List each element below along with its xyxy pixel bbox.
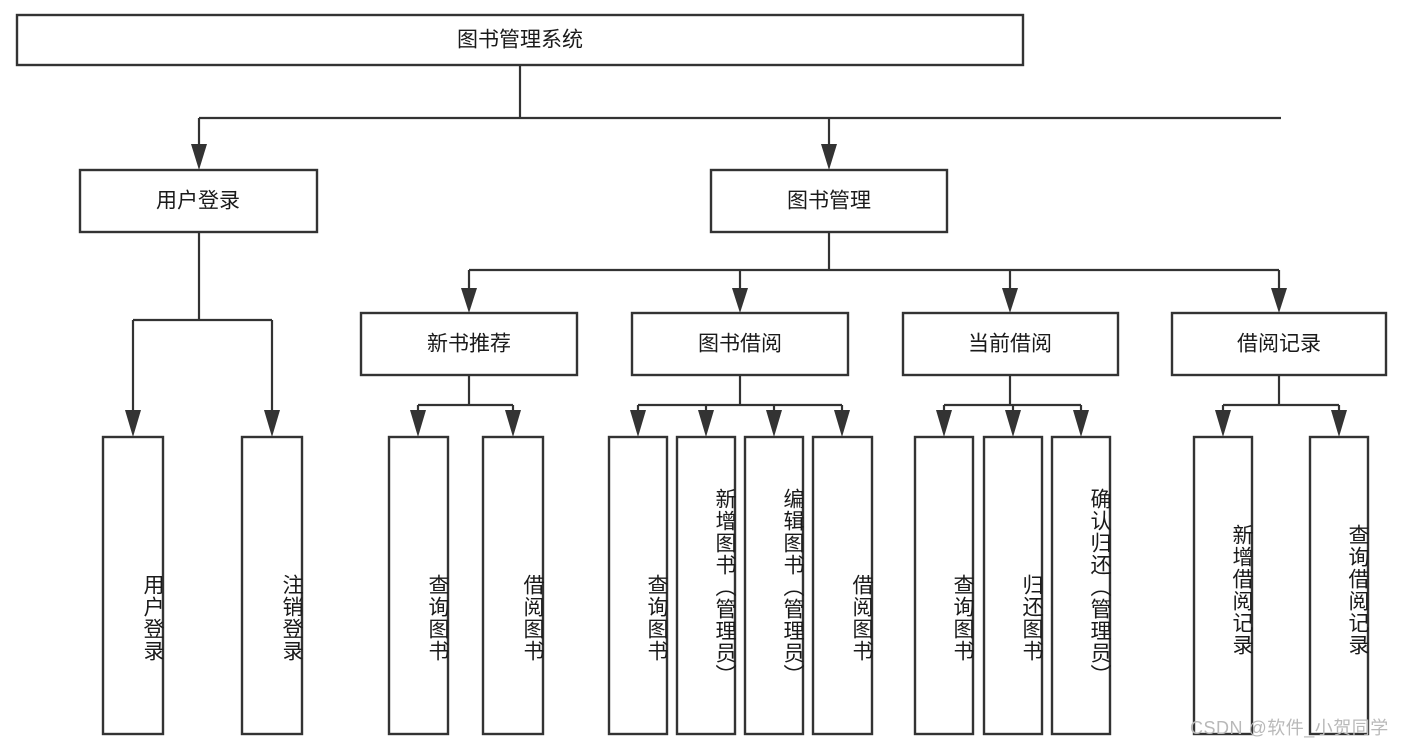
- leaf-box-user-login[interactable]: [101, 435, 165, 736]
- leaf-box-edit-book[interactable]: [743, 435, 805, 736]
- leaf-box-logout[interactable]: [240, 435, 304, 736]
- node-current-borrow[interactable]: 当前借阅: [901, 311, 1120, 377]
- node-root[interactable]: 图书管理系统: [15, 13, 1025, 67]
- node-book-manage[interactable]: 图书管理: [709, 168, 949, 234]
- node-root-label: 图书管理系统: [457, 29, 583, 52]
- node-borrow-record[interactable]: 借阅记录: [1170, 311, 1388, 377]
- node-current-borrow-label: 当前借阅: [968, 333, 1052, 356]
- node-book-borrow-label: 图书借阅: [698, 333, 782, 356]
- leaf-box-confirm-return[interactable]: [1050, 435, 1112, 736]
- node-book-borrow[interactable]: 图书借阅: [630, 311, 850, 377]
- edge-bookmanage-to-level3: [461, 232, 1287, 313]
- leaf-box-query-book-1[interactable]: [387, 435, 450, 736]
- node-borrow-record-label: 借阅记录: [1237, 333, 1321, 356]
- edge-bookborrow-to-leaves: [630, 375, 850, 437]
- leaf-boxes: [101, 435, 1370, 736]
- edge-newbook-to-leaves: [410, 375, 521, 437]
- node-user-login-label: 用户登录: [156, 190, 240, 213]
- leaf-box-borrow-book-2[interactable]: [811, 435, 874, 736]
- leaf-box-query-book-3[interactable]: [913, 435, 975, 736]
- node-new-book-recommend[interactable]: 新书推荐: [359, 311, 579, 377]
- node-new-book-recommend-label: 新书推荐: [427, 333, 511, 356]
- edge-userlogin-to-leaves: [125, 232, 280, 437]
- leaf-box-borrow-book-1[interactable]: [481, 435, 545, 736]
- node-book-manage-label: 图书管理: [787, 190, 871, 213]
- csdn-watermark: CSDN @软件_小贺同学: [1190, 718, 1389, 738]
- node-user-login[interactable]: 用户登录: [78, 168, 319, 234]
- leaf-box-add-book[interactable]: [675, 435, 737, 736]
- edge-currentborrow-to-leaves: [936, 375, 1089, 437]
- leaf-box-add-record[interactable]: [1192, 435, 1254, 736]
- leaf-box-return-book[interactable]: [982, 435, 1044, 736]
- edge-root-to-level2: [191, 65, 1281, 170]
- leaf-box-query-book-2[interactable]: [607, 435, 669, 736]
- leaf-box-query-record[interactable]: [1308, 435, 1370, 736]
- edge-borrowrecord-to-leaves: [1215, 375, 1347, 437]
